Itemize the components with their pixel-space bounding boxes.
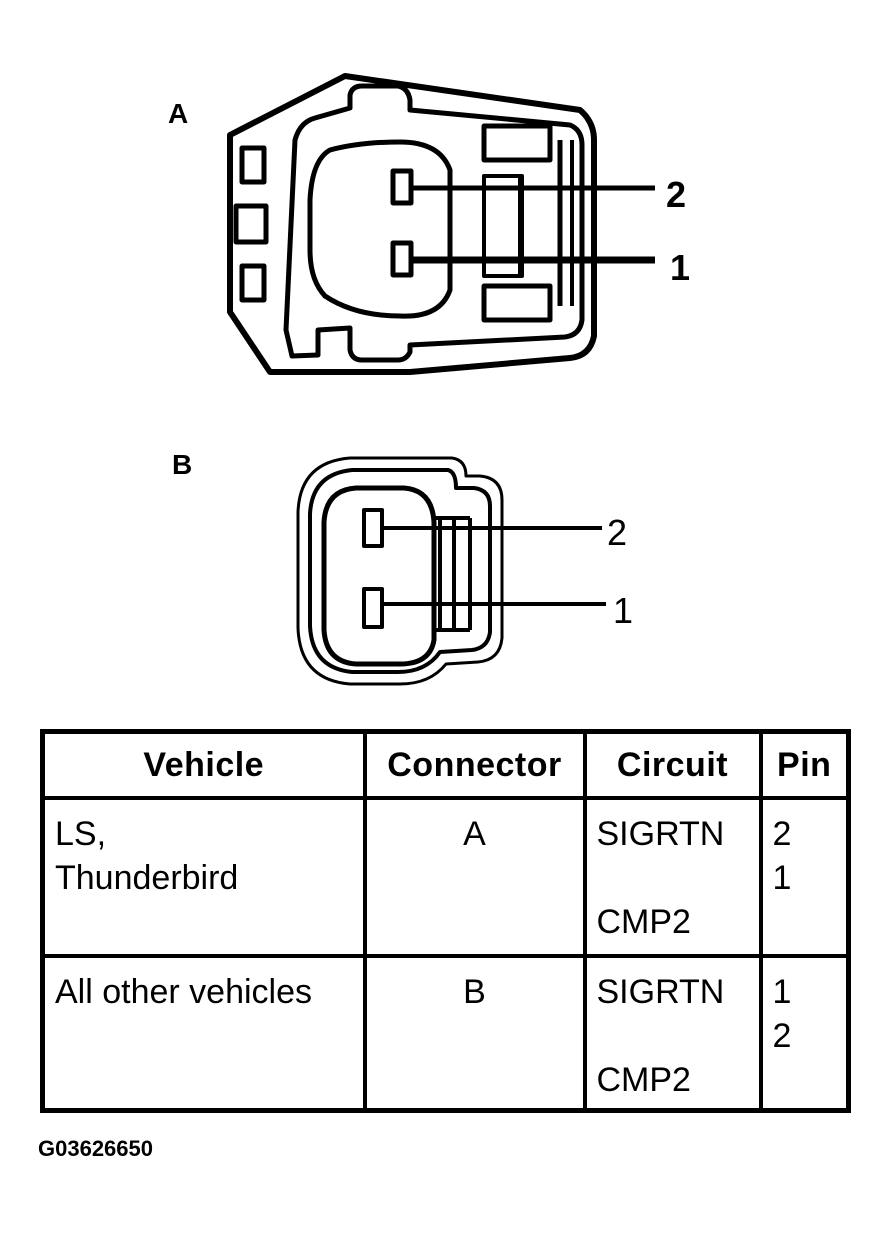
- vehicle-line: Thunderbird: [55, 859, 239, 897]
- circuit-value: CMP2: [596, 903, 691, 941]
- connector-b-letter: B: [172, 449, 193, 480]
- table-header-row: Vehicle Connector Circuit Pin: [40, 729, 851, 800]
- header-pin: Pin: [758, 729, 851, 800]
- table-row: All other vehicles B SIGRTN CMP2 1 2: [40, 954, 851, 1113]
- connector-a-letter: A: [168, 98, 189, 129]
- cell-connector: B: [362, 954, 587, 1113]
- connector-b-pin-2-label: 2: [607, 512, 627, 553]
- cell-pin: 2 1: [758, 796, 851, 958]
- cell-pin: 1 2: [758, 954, 851, 1113]
- connector-b-drawing: [296, 456, 606, 686]
- cell-connector: A: [362, 796, 587, 958]
- figure-id: G03626650: [38, 1136, 153, 1161]
- connector-b-pin-1-label: 1: [613, 590, 633, 631]
- table-row: LS, Thunderbird A SIGRTN CMP2 2 1: [40, 796, 851, 958]
- header-vehicle: Vehicle: [40, 729, 367, 800]
- vehicle-line: LS,: [55, 815, 107, 853]
- pin-value: 2: [772, 1017, 792, 1055]
- connector-a-drawing: [227, 73, 655, 375]
- header-circuit: Circuit: [582, 729, 763, 800]
- connector-a-pin-2-label: 2: [666, 174, 686, 215]
- pin-value: 1: [772, 859, 792, 897]
- header-connector: Connector: [362, 729, 587, 800]
- cell-vehicle: All other vehicles: [40, 954, 367, 1113]
- pin-value: 2: [772, 815, 792, 853]
- connector-a-pin-1-label: 1: [670, 247, 690, 288]
- circuit-value: SIGRTN: [596, 815, 725, 853]
- circuit-value: SIGRTN: [596, 973, 725, 1011]
- connector-drawings: 2 1 2 1: [227, 73, 690, 686]
- vehicle-line: All other vehicles: [55, 973, 313, 1011]
- pinout-table: Vehicle Connector Circuit Pin LS, Thunde…: [40, 729, 851, 1113]
- circuit-value: CMP2: [596, 1061, 691, 1099]
- cell-circuit: SIGRTN CMP2: [582, 796, 763, 958]
- cell-circuit: SIGRTN CMP2: [582, 954, 763, 1113]
- cell-vehicle: LS, Thunderbird: [40, 796, 367, 958]
- pin-value: 1: [772, 973, 792, 1011]
